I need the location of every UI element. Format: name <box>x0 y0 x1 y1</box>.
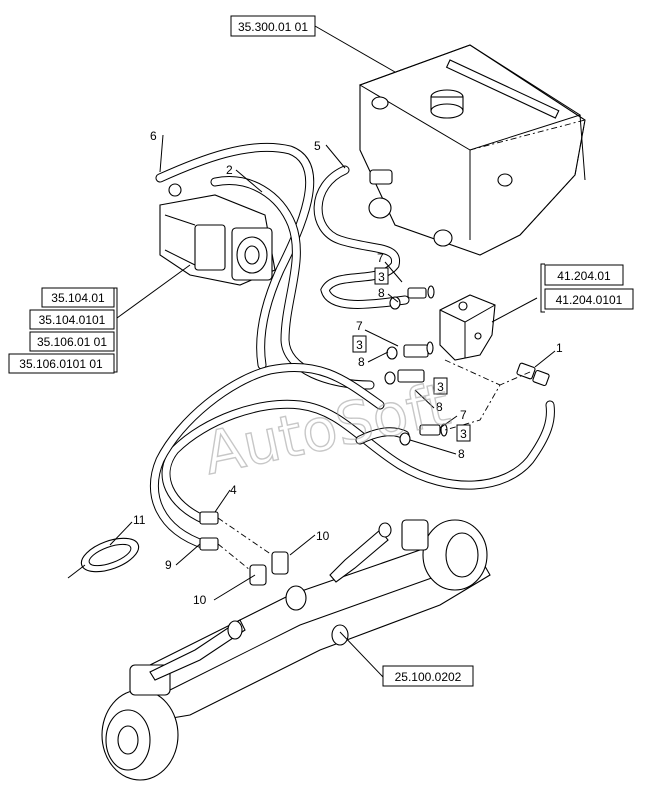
callout-6: 6 <box>150 129 157 143</box>
fitting-1[interactable] <box>516 362 550 387</box>
ref-pump-3-label: 35.106.01 01 <box>37 335 107 349</box>
ref-pump-2[interactable]: 35.104.0101 <box>29 309 115 330</box>
ref-tank[interactable]: 35.300.01 01 <box>230 15 316 37</box>
ref-pump-4-label: 35.106.0101 01 <box>19 357 103 371</box>
ref-valve-a-label: 41.204.01 <box>557 269 611 283</box>
ref-tank-label: 35.300.01 01 <box>238 20 308 34</box>
ref-pump-1-label: 35.104.01 <box>51 291 105 305</box>
hydraulic-pump[interactable] <box>159 183 276 286</box>
hose-6[interactable] <box>155 142 315 370</box>
ref-valve-b-label: 41.204.0101 <box>556 293 623 307</box>
ref-axle-label: 25.100.0202 <box>395 670 462 684</box>
steering-control-valve[interactable] <box>439 294 496 361</box>
fitting-10-lower[interactable] <box>249 564 267 586</box>
callout-11: 11 <box>133 513 146 527</box>
callout-10-lower: 10 <box>193 593 207 607</box>
svg-text:3: 3 <box>460 427 467 441</box>
cable-tie-11[interactable] <box>67 532 143 579</box>
callout-8-a: 8 <box>378 286 385 300</box>
callout-5: 5 <box>314 139 321 153</box>
callout-9: 9 <box>165 558 172 572</box>
callout-8-d: 8 <box>458 447 465 461</box>
callout-3-box-d: 3 <box>456 424 471 442</box>
svg-text:3: 3 <box>378 270 385 284</box>
ref-pump-2-label: 35.104.0101 <box>39 313 106 327</box>
callout-8-b: 8 <box>358 355 365 369</box>
ref-valve-b[interactable]: 41.204.0101 <box>544 288 634 310</box>
callout-4: 4 <box>230 483 237 497</box>
svg-text:3: 3 <box>437 380 444 394</box>
svg-text:3: 3 <box>356 338 363 352</box>
callout-3-box-b: 3 <box>352 335 367 353</box>
fitting-4-end[interactable] <box>199 511 219 525</box>
callout-2: 2 <box>226 163 233 177</box>
callout-3-box-a: 3 <box>374 267 389 285</box>
ref-axle[interactable]: 25.100.0202 <box>382 665 474 687</box>
callout-7-a: 7 <box>377 251 384 265</box>
valve-port-fittings[interactable] <box>384 285 448 446</box>
ref-pump-3[interactable]: 35.106.01 01 <box>29 331 115 352</box>
fitting-10-upper[interactable] <box>271 551 289 575</box>
callout-8-c: 8 <box>436 400 443 414</box>
ref-pump-1[interactable]: 35.104.01 <box>41 287 115 308</box>
callout-7-c: 7 <box>460 408 467 422</box>
steering-axle[interactable] <box>101 519 491 781</box>
callout-1: 1 <box>556 341 563 355</box>
hose-5[interactable] <box>313 165 410 309</box>
hose-9[interactable] <box>149 362 385 550</box>
hydraulic-tank[interactable] <box>358 44 586 256</box>
fitting-9-end[interactable] <box>199 537 219 551</box>
callout-3-box-c: 3 <box>433 377 448 395</box>
callout-10-upper: 10 <box>316 529 330 543</box>
ref-pump-4[interactable]: 35.106.0101 01 <box>8 353 115 374</box>
ref-valve-a[interactable]: 41.204.01 <box>544 264 624 286</box>
callout-7-b: 7 <box>356 319 363 333</box>
hose-4[interactable] <box>161 399 555 525</box>
